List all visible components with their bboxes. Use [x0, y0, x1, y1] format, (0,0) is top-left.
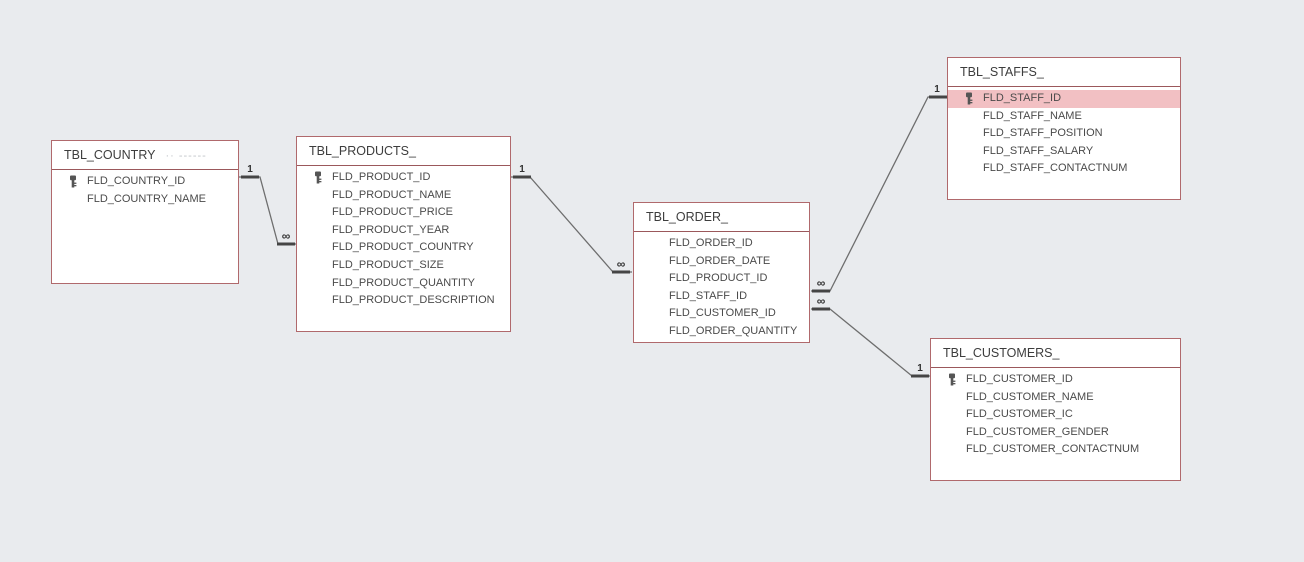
field-row[interactable]: FLD_PRODUCT_NAME — [297, 187, 510, 205]
table-title-text: TBL_STAFFS_ — [960, 65, 1044, 79]
field-row[interactable]: FLD_PRODUCT_SIZE — [297, 257, 510, 275]
field-name: FLD_COUNTRY_ID — [87, 175, 186, 187]
field-name: FLD_STAFF_NAME — [983, 109, 1082, 122]
field-name: FLD_ORDER_QUANTITY — [669, 324, 798, 337]
table-title[interactable]: TBL_ORDER_ — [634, 203, 809, 232]
cardinality-one-label: 1 — [519, 164, 525, 175]
field-row[interactable]: FLD_COUNTRY_NAME — [52, 191, 238, 209]
table-title-text: TBL_CUSTOMERS_ — [943, 346, 1060, 360]
field-row[interactable]: FLD_ORDER_ID — [634, 235, 809, 253]
field-name: FLD_CUSTOMER_GENDER — [966, 425, 1109, 438]
cardinality-many-label: ∞ — [282, 229, 291, 243]
field-row[interactable]: FLD_PRODUCT_DESCRIPTION — [297, 292, 510, 310]
cardinality-one-label: 1 — [247, 164, 253, 175]
field-row[interactable]: FLD_STAFF_CONTACTNUM — [948, 160, 1180, 178]
field-name: FLD_CUSTOMER_ID — [669, 307, 776, 320]
field-row[interactable]: FLD_STAFF_NAME — [948, 108, 1180, 126]
relationship-country-products[interactable]: 1 ∞ — [239, 164, 296, 246]
table-title[interactable]: TBL_COUNTRY ·· ------ — [52, 141, 238, 170]
cardinality-many-label: ∞ — [817, 276, 826, 290]
primary-key-icon — [965, 92, 983, 105]
field-name: FLD_STAFF_CONTACTNUM — [983, 162, 1128, 175]
relationship-line[interactable] — [811, 96, 947, 292]
field-name: FLD_CUSTOMER_NAME — [966, 390, 1094, 403]
relationship-customers-order[interactable]: ∞ 1 — [811, 294, 930, 378]
cardinality-many-label: ∞ — [817, 294, 826, 308]
field-row[interactable]: FLD_CUSTOMER_ID — [931, 371, 1180, 389]
table-title-text: TBL_COUNTRY — [64, 148, 156, 162]
field-row[interactable]: FLD_PRODUCT_ID — [634, 270, 809, 288]
field-name: FLD_STAFF_SALARY — [983, 144, 1094, 157]
field-name: FLD_PRODUCT_PRICE — [332, 206, 454, 219]
field-list: FLD_COUNTRY_ID FLD_COUNTRY_NAME — [52, 170, 238, 208]
field-name: FLD_PRODUCT_YEAR — [332, 223, 450, 236]
field-name: FLD_CUSTOMER_IC — [966, 408, 1073, 421]
field-name: FLD_PRODUCT_COUNTRY — [332, 241, 474, 254]
field-name: FLD_ORDER_ID — [669, 237, 753, 249]
field-list: FLD_PRODUCT_ID FLD_PRODUCT_NAME FLD_PRODUC… — [297, 166, 510, 310]
table-title-text: TBL_PRODUCTS_ — [309, 144, 416, 158]
field-row[interactable]: FLD_ORDER_QUANTITY — [634, 323, 809, 341]
table-title[interactable]: TBL_PRODUCTS_ — [297, 137, 510, 166]
field-list: FLD_CUSTOMER_ID FLD_CUSTOMER_NAME FLD_CUST… — [931, 368, 1180, 459]
cardinality-one-label: 1 — [917, 363, 923, 374]
primary-key-icon — [69, 175, 87, 188]
field-row[interactable]: FLD_STAFF_POSITION — [948, 125, 1180, 143]
field-list: FLD_STAFF_ID FLD_STAFF_NAME FLD_STAFF_POSI… — [948, 87, 1180, 178]
relationship-line[interactable] — [811, 308, 930, 377]
field-name: FLD_CUSTOMER_ID — [966, 373, 1073, 385]
field-name: FLD_STAFF_ID — [983, 92, 1062, 104]
cardinality-many-label: ∞ — [617, 257, 626, 271]
table-title[interactable]: TBL_CUSTOMERS_ — [931, 339, 1180, 368]
field-row[interactable]: FLD_PRODUCT_QUANTITY — [297, 275, 510, 293]
field-name: FLD_ORDER_DATE — [669, 254, 771, 267]
field-row[interactable]: FLD_PRODUCT_COUNTRY — [297, 239, 510, 257]
field-row[interactable]: FLD_CUSTOMER_GENDER — [931, 424, 1180, 442]
field-row[interactable]: FLD_CUSTOMER_CONTACTNUM — [931, 441, 1180, 459]
primary-key-icon — [948, 373, 966, 386]
field-name: FLD_STAFF_POSITION — [983, 127, 1103, 140]
field-name: FLD_PRODUCT_ID — [332, 171, 431, 183]
table-title-ghost-artifact: ·· ------ — [165, 150, 207, 162]
field-row[interactable]: FLD_STAFF_ID — [634, 288, 809, 306]
field-name: FLD_PRODUCT_QUANTITY — [332, 276, 476, 289]
field-row[interactable]: FLD_ORDER_DATE — [634, 253, 809, 271]
field-name: FLD_CUSTOMER_CONTACTNUM — [966, 443, 1140, 456]
table-title-text: TBL_ORDER_ — [646, 210, 728, 224]
field-row[interactable]: FLD_COUNTRY_ID — [52, 173, 238, 191]
field-row[interactable]: FLD_STAFF_SALARY — [948, 143, 1180, 161]
relationship-products-order[interactable]: 1 ∞ — [511, 164, 632, 274]
relationship-staffs-order[interactable]: 1 ∞ — [811, 84, 947, 293]
field-row[interactable]: FLD_STAFF_ID — [948, 90, 1180, 108]
field-name: FLD_PRODUCT_DESCRIPTION — [332, 294, 495, 307]
primary-key-icon — [314, 171, 332, 184]
field-row[interactable]: FLD_CUSTOMER_IC — [931, 406, 1180, 424]
field-name: FLD_PRODUCT_NAME — [332, 188, 452, 201]
field-row[interactable]: FLD_CUSTOMER_ID — [634, 305, 809, 323]
field-name: FLD_PRODUCT_SIZE — [332, 258, 444, 271]
field-name: FLD_STAFF_ID — [669, 289, 748, 302]
relationship-line[interactable] — [511, 176, 632, 273]
table-title[interactable]: TBL_STAFFS_ — [948, 58, 1180, 87]
field-list: FLD_ORDER_ID FLD_ORDER_DATE FLD_PRODUCT_ID… — [634, 232, 809, 341]
field-row[interactable]: FLD_PRODUCT_PRICE — [297, 204, 510, 222]
field-name: FLD_COUNTRY_NAME — [87, 192, 206, 205]
cardinality-one-label: 1 — [934, 84, 940, 95]
field-row[interactable]: FLD_CUSTOMER_NAME — [931, 389, 1180, 407]
field-name: FLD_PRODUCT_ID — [669, 272, 768, 285]
field-row[interactable]: FLD_PRODUCT_ID — [297, 169, 510, 187]
field-row[interactable]: FLD_PRODUCT_YEAR — [297, 222, 510, 240]
